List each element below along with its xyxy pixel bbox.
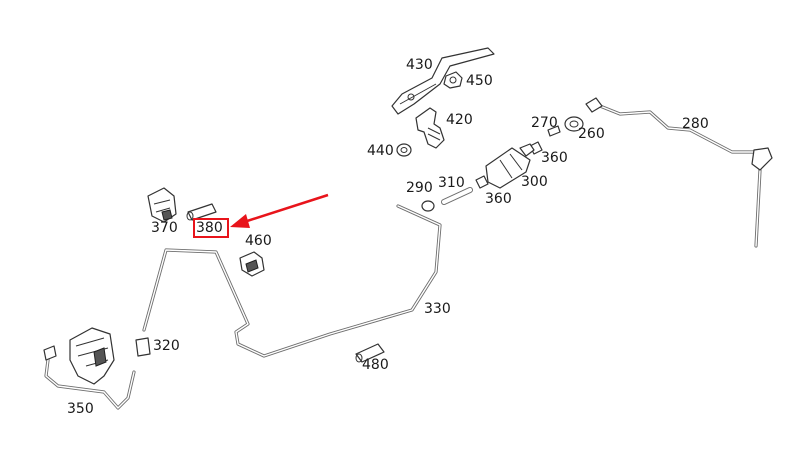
sleeve-380 [186,203,217,221]
highlight-box-380 [193,218,229,238]
label-440: 440 [367,143,394,159]
nozzle-270 [547,125,561,137]
label-310: 310 [438,175,465,191]
clip-460 [239,251,265,277]
label-480: 480 [362,357,389,373]
pump-300 [485,143,535,189]
label-280: 280 [682,116,709,132]
label-300: 300 [521,174,548,190]
connector-370 [147,187,177,223]
hose-310 [441,187,473,205]
label-450: 450 [466,73,493,89]
highlight-arrow [230,193,329,228]
washer-440 [396,143,412,157]
label-260: 260 [578,126,605,142]
label-330: 330 [424,301,451,317]
clamp-260 [564,116,584,132]
label-290: 290 [406,180,433,196]
label-320: 320 [153,338,180,354]
label-350: 350 [67,401,94,417]
clamp-420 [415,107,445,149]
label-360-upper: 360 [541,150,568,166]
pipe-330 [142,204,442,358]
label-370: 370 [151,220,178,236]
pipe-280 [598,104,762,248]
label-270: 270 [531,115,558,131]
pipe-350 [44,358,136,410]
nut-450 [443,71,463,89]
bracket-430 [391,47,495,115]
label-380: 380 [196,220,223,236]
label-360-lower: 360 [485,191,512,207]
connector-320 [135,337,151,357]
fitting-280 [585,97,773,171]
label-430: 430 [406,57,433,73]
label-420: 420 [446,112,473,128]
sleeve-480 [355,343,385,363]
clip-290 [421,200,435,212]
label-460: 460 [245,233,272,249]
fitting-360-lower [475,175,489,189]
pump-350 [43,327,115,385]
